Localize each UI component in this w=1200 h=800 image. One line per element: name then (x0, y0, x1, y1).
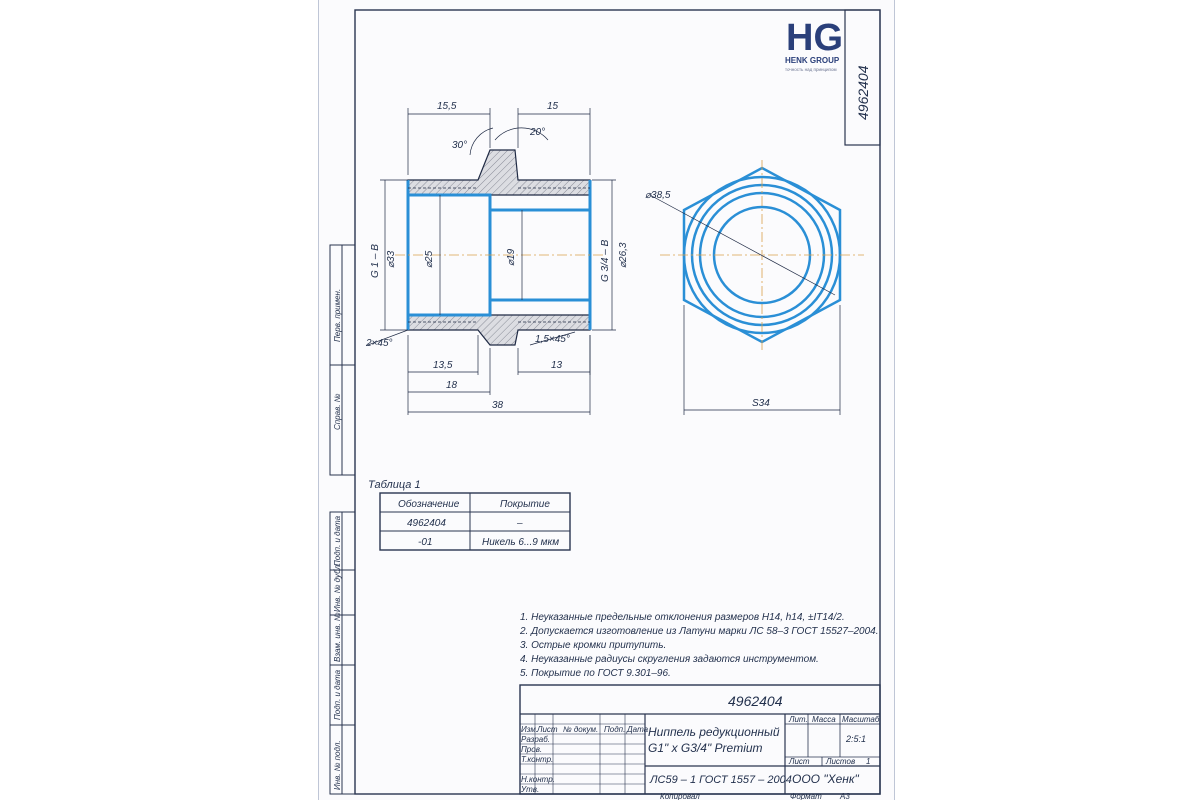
title-name-1: Ниппель редукционный (648, 725, 780, 739)
role-tkontr: Т.контр. (521, 755, 553, 764)
title-company: ООО "Хенк" (792, 772, 860, 786)
title-material: ЛС59 – 1 ГОСТ 1557 – 2004 (649, 774, 792, 786)
dia-26-3: ⌀26,3 (618, 242, 629, 268)
coating-table: Таблица 1 Обозначение Покрытие 4962404 –… (368, 479, 571, 551)
scale-value: 2:5:1 (845, 734, 866, 744)
role-utv: Утв. (520, 785, 539, 794)
listov-label: Листов (825, 757, 855, 766)
section-view: 15,5 15 30° 20° G 1 – B ⌀33 ⌀25 ⌀19 G 3/… (365, 101, 629, 415)
table-cell-0-1: – (516, 518, 523, 529)
side-stamp (329, 244, 356, 795)
note-2: 2. Допускается изготовление из Латуни ма… (519, 626, 879, 637)
table-cell-1-1: Никель 6...9 мкм (482, 537, 559, 548)
drawing-sheet (318, 0, 895, 800)
dim-13-5: 13,5 (433, 360, 453, 371)
col-list: Лист (536, 725, 558, 734)
kopiroval-label: Копировал (660, 792, 700, 800)
side-label-perv: Перв. примен. (333, 289, 342, 342)
table-caption: Таблица 1 (368, 479, 421, 491)
note-1: 1. Неуказанные предельные отклонения раз… (520, 612, 845, 623)
end-view: ⌀38,5 S34 (645, 160, 864, 415)
listov-value: 1 (866, 757, 870, 766)
dia-33: ⌀33 (386, 250, 397, 268)
dim-38: 38 (492, 400, 504, 411)
col-izm: Изм. (521, 725, 538, 734)
dim-13: 13 (551, 360, 563, 371)
note-4: 4. Неуказанные радиусы скругления задают… (520, 654, 819, 665)
dia-38-5: ⌀38,5 (645, 190, 671, 201)
dim-18: 18 (446, 380, 458, 391)
side-label-podp1: Подп. и дата (333, 515, 342, 566)
thread-g1: G 1 – B (370, 244, 381, 278)
chamfer-2x45: 2×45° (365, 338, 393, 349)
code-box (844, 9, 881, 146)
dim-15-5: 15,5 (437, 101, 457, 112)
thread-g34: G 3/4 – B (600, 239, 611, 282)
role-prov: Пров. (521, 745, 542, 754)
side-label-podp2: Подп. и дата (333, 669, 342, 720)
col-dokum: № докум. (563, 725, 598, 734)
role-razrab: Разраб. (521, 735, 550, 744)
doc-code-vertical: 4962404 (855, 65, 871, 120)
table-header-0: Обозначение (398, 498, 460, 510)
title-code: 4962404 (728, 693, 783, 709)
dia-19: ⌀19 (506, 248, 517, 266)
table-header-1: Покрытие (500, 499, 550, 510)
masshtab-label: Масштаб (842, 715, 880, 724)
note-3: 3. Острые кромки притупить. (520, 640, 666, 651)
logo-tagline: точность над принципом (785, 67, 837, 72)
angle-20: 20° (529, 127, 545, 138)
format-label: Формат (790, 792, 822, 800)
side-label-vzam: Взам. инв. № (333, 612, 342, 662)
henk-logo: HG HENK GROUP точность над принципом (785, 17, 843, 72)
format-value: A3 (839, 792, 850, 800)
chamfer-1-5x45: 1,5×45° (535, 334, 570, 345)
logo-name: HENK GROUP (785, 56, 840, 65)
list-label: Лист (788, 757, 810, 766)
col-podp: Подп. (604, 725, 625, 734)
col-data: Дата (626, 725, 649, 734)
dim-15: 15 (547, 101, 559, 112)
side-label-podl: Инв. № подл. (333, 740, 342, 790)
lit-label: Лит. (788, 715, 808, 724)
dim-s34: S34 (752, 398, 770, 409)
technical-notes: 1. Неуказанные предельные отклонения раз… (519, 612, 879, 679)
side-label-sprav: Справ. № (333, 393, 342, 430)
massa-label: Масса (812, 715, 836, 724)
table-cell-1-0: -01 (418, 537, 432, 548)
logo-mark: HG (786, 17, 843, 59)
table-cell-0-0: 4962404 (407, 518, 446, 529)
dia-25: ⌀25 (424, 250, 435, 268)
angle-30: 30° (452, 140, 467, 151)
title-block (519, 684, 881, 795)
side-label-dubl: Инв. № дубл. (333, 563, 342, 612)
title-name-2: G1" x G3/4" Premium (648, 741, 763, 755)
note-5: 5. Покрытие по ГОСТ 9.301–96. (520, 668, 671, 679)
role-nkontr: Н.контр. (521, 775, 555, 784)
